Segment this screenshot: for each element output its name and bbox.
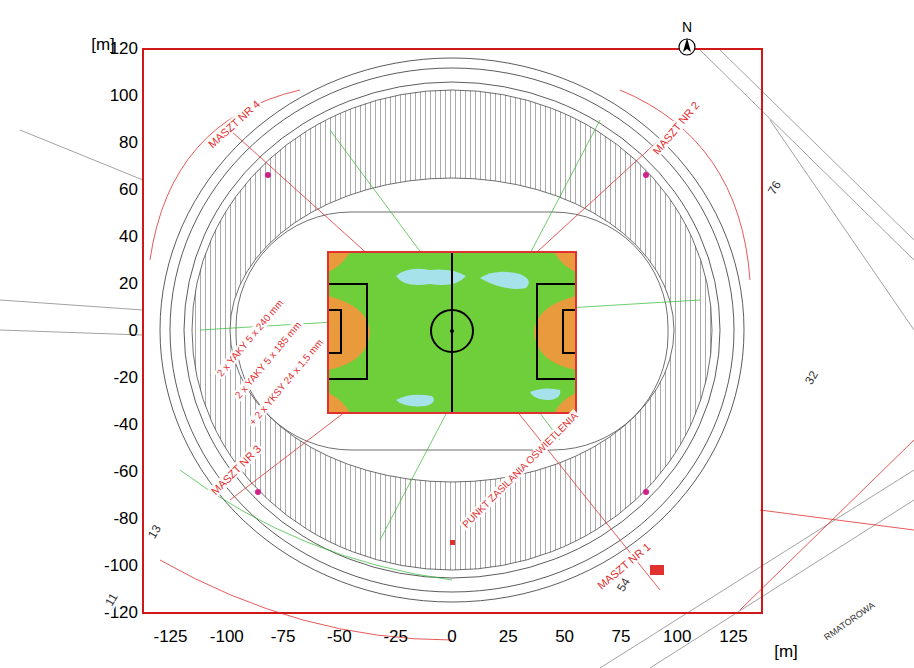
axis-tick: -80 xyxy=(113,510,138,529)
cable-label: 2 x YAKY 5 x 240 mm xyxy=(213,296,286,380)
axis-unit: [m] xyxy=(774,643,798,662)
axis-tick: 100 xyxy=(110,87,138,106)
cable-label: + 2 x YKSY 24 x 1,5 mm xyxy=(246,335,327,429)
axis-tick: -125 xyxy=(153,628,187,647)
axis-tick: -50 xyxy=(327,628,352,647)
axis-tick: -20 xyxy=(113,369,138,388)
axis-tick: 125 xyxy=(719,628,747,647)
axis-unit: [m] xyxy=(91,36,115,55)
axis-tick: 0 xyxy=(129,322,138,341)
axis-tick: 20 xyxy=(119,275,138,294)
plot-number: 32 xyxy=(802,367,822,389)
axis-tick: 50 xyxy=(555,628,574,647)
axis-tick: -25 xyxy=(383,628,408,647)
axis-tick: -100 xyxy=(104,557,138,576)
mast-label: MASZT NR 3 xyxy=(207,441,264,498)
axis-tick: 75 xyxy=(611,628,630,647)
axis-tick: 40 xyxy=(119,228,138,247)
street-name: RMATOROWA xyxy=(821,600,879,644)
axis-tick: -75 xyxy=(271,628,296,647)
axis-tick: 60 xyxy=(119,181,138,200)
axis-tick: -60 xyxy=(113,463,138,482)
axis-tick: 80 xyxy=(119,134,138,153)
cable-label: 2 x YAKY 5 x 185 mm xyxy=(231,318,304,402)
plot-number: 13 xyxy=(145,521,165,543)
supply-point-label: PUNKT ZASILANIA OŚWIETLENIA xyxy=(459,409,581,531)
north-arrow xyxy=(679,38,695,55)
axis-tick: 0 xyxy=(447,628,456,647)
mast-label: MASZT NR 2 xyxy=(649,98,703,159)
mast-label: MASZT NR 4 xyxy=(204,96,264,151)
north-label: N xyxy=(682,20,692,35)
plot-number: 76 xyxy=(765,177,785,199)
axis-tick: 100 xyxy=(663,628,691,647)
axis-tick: 25 xyxy=(499,628,518,647)
axis-tick: -40 xyxy=(113,416,138,435)
axis-tick: -100 xyxy=(210,628,244,647)
